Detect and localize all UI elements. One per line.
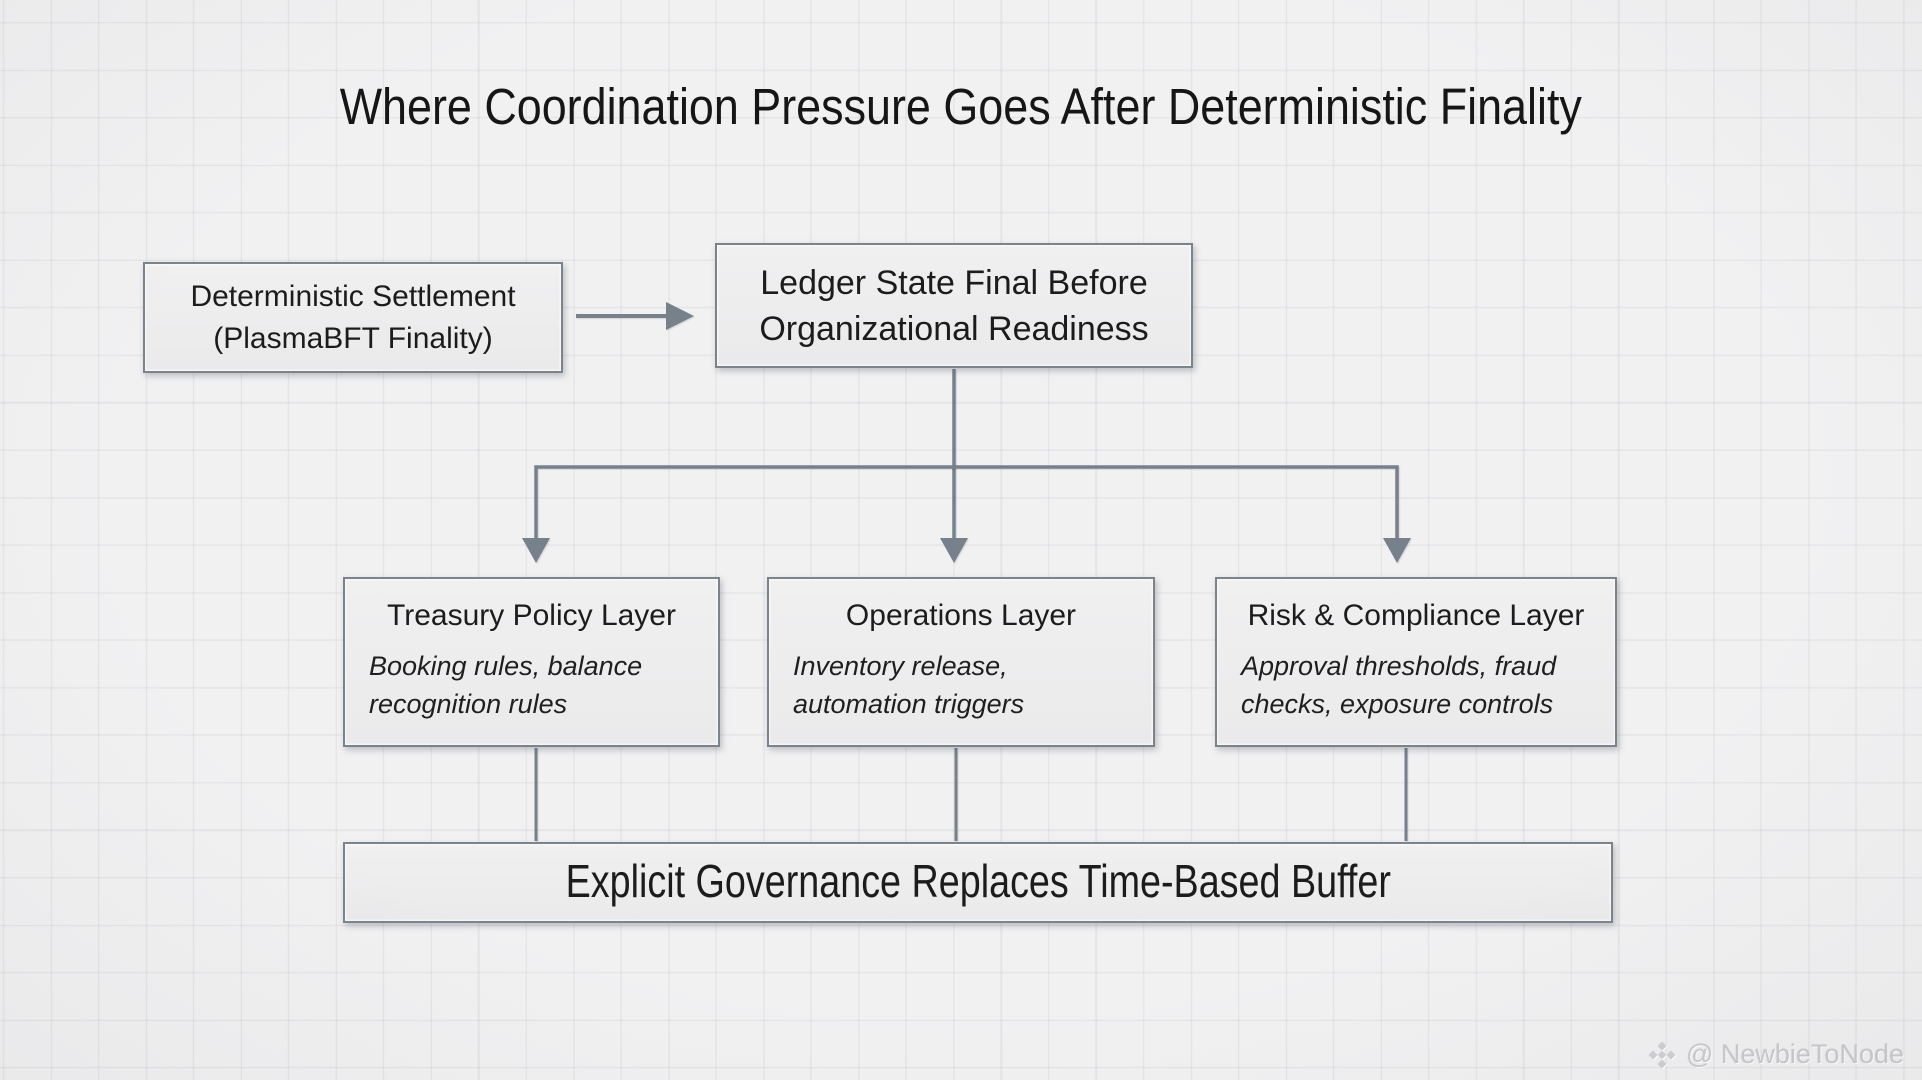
page-title-text: Where Coordination Pressure Goes After D… (339, 78, 1583, 135)
operations-title: Operations Layer (845, 599, 1077, 632)
watermark-text: @ NewbieToNode (1685, 1039, 1904, 1069)
node-explicit-governance: Explicit Governance Replaces Time-Based … (343, 842, 1613, 923)
risk-title: Risk & Compliance Layer (1247, 599, 1585, 632)
settlement-line2: (PlasmaBFT Finality) (213, 321, 493, 355)
page-title: Where Coordination Pressure Goes After D… (0, 72, 1922, 142)
arrowhead-operations (940, 538, 968, 563)
node-operations-layer: Operations Layer Inventory release, auto… (767, 577, 1155, 747)
governance-label: Explicit Governance Replaces Time-Based … (565, 855, 1391, 907)
edge-branch-rail (534, 465, 1399, 540)
operations-subtitle: Inventory release, automation triggers (793, 651, 1025, 720)
arrowhead-treasury (522, 538, 550, 563)
node-deterministic-settlement: Deterministic Settlement (PlasmaBFT Fina… (143, 262, 563, 373)
treasury-title: Treasury Policy Layer (387, 599, 676, 632)
arrowhead-risk (1383, 538, 1411, 563)
ledger-line1: Ledger State Final Before (760, 263, 1148, 302)
binance-diamond-icon (1648, 1041, 1676, 1068)
treasury-subtitle: Booking rules, balance recognition rules (369, 651, 643, 720)
settlement-line1: Deterministic Settlement (190, 279, 516, 313)
node-treasury-policy-layer: Treasury Policy Layer Booking rules, bal… (343, 577, 720, 747)
node-ledger-state-final: Ledger State Final Before Organizational… (715, 243, 1193, 368)
arrowhead-settlement-to-ledger (666, 302, 694, 330)
node-risk-compliance-layer: Risk & Compliance Layer Approval thresho… (1215, 577, 1617, 747)
watermark: @ NewbieToNode (1647, 1039, 1904, 1070)
ledger-line2: Organizational Readiness (759, 309, 1149, 348)
risk-subtitle: Approval thresholds, fraud checks, expos… (1241, 651, 1557, 720)
